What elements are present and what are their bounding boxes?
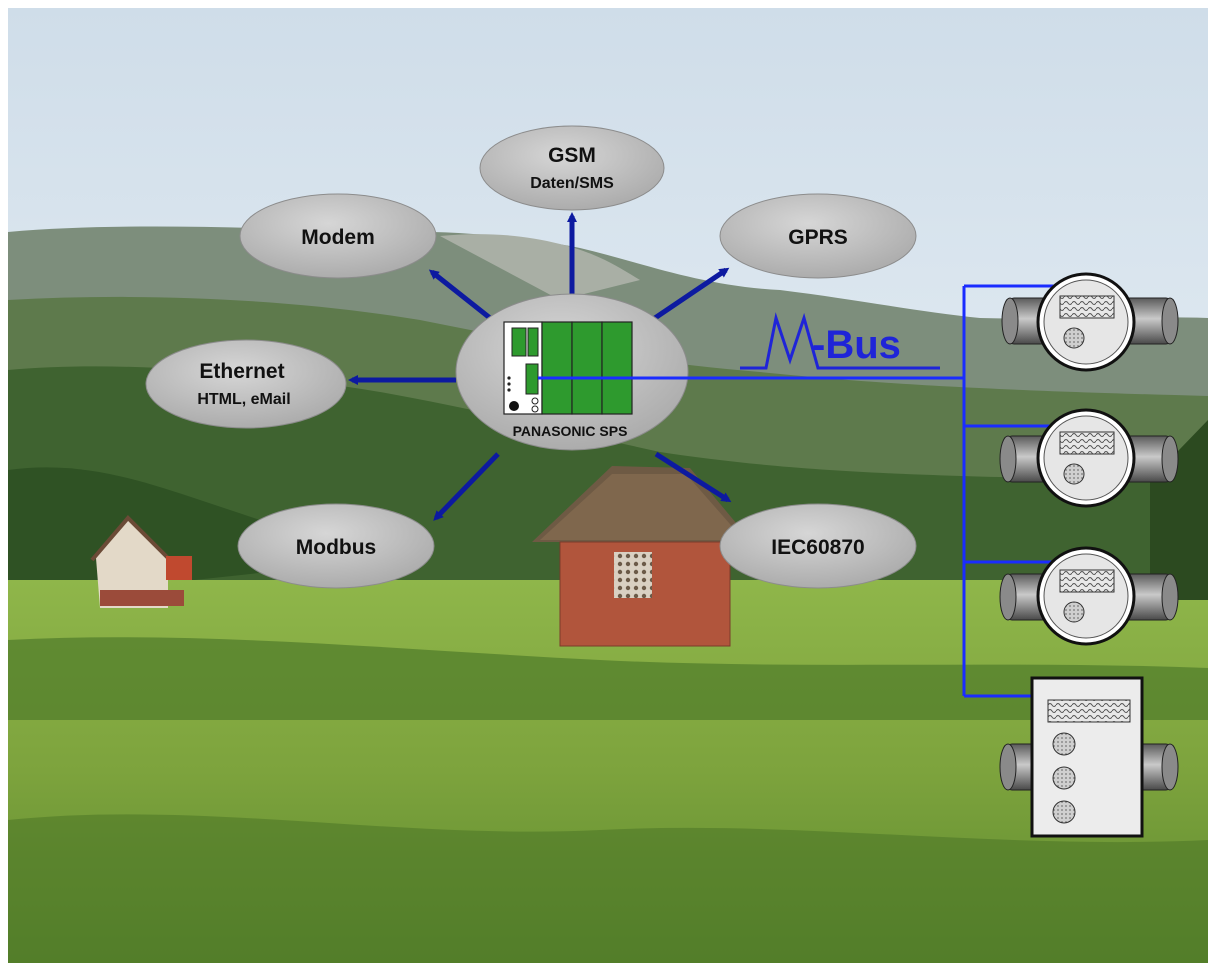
plc-io-module-1 bbox=[541, 321, 573, 415]
meter-4-box bbox=[999, 676, 1179, 838]
arrow-to-iec bbox=[654, 451, 732, 503]
plc-io-module-3 bbox=[601, 321, 633, 415]
ethernet-subtitle: HTML, eMail bbox=[197, 391, 290, 408]
modbus-title: Modbus bbox=[296, 536, 376, 559]
node-gsm: GSM Daten/SMS bbox=[479, 125, 665, 211]
node-gprs: GPRS bbox=[719, 193, 917, 279]
meter-display bbox=[1047, 699, 1131, 723]
arrow-to-modem bbox=[428, 269, 492, 320]
arrow-to-gprs bbox=[650, 267, 730, 323]
meter-display bbox=[1059, 431, 1115, 455]
node-modbus: Modbus bbox=[237, 503, 435, 589]
ethernet-title: Ethernet bbox=[199, 360, 284, 383]
meter-display bbox=[1059, 569, 1115, 593]
m-bus-network: -Bus bbox=[538, 284, 1060, 698]
arrow-to-modbus bbox=[433, 452, 500, 521]
modem-title: Modem bbox=[301, 226, 375, 249]
brick-hut bbox=[532, 466, 752, 647]
node-ethernet: Ethernet HTML, eMail bbox=[145, 339, 347, 429]
farmhouse bbox=[90, 515, 192, 608]
plc-battery-icon bbox=[509, 401, 519, 411]
meter-display bbox=[1059, 295, 1115, 319]
m-bus-waveform-icon bbox=[740, 312, 940, 370]
node-iec60870: IEC60870 bbox=[719, 503, 917, 589]
meter-3 bbox=[999, 546, 1179, 646]
iec60870-title: IEC60870 bbox=[771, 536, 864, 559]
plc-title: PANASONIC SPS bbox=[513, 423, 628, 439]
gprs-title: GPRS bbox=[788, 226, 848, 249]
m-bus-label: -Bus bbox=[812, 323, 901, 367]
plc-node: PANASONIC SPS bbox=[455, 293, 689, 451]
node-modem: Modem bbox=[239, 193, 437, 279]
connection-arrows bbox=[348, 212, 732, 521]
meter-1 bbox=[1001, 272, 1179, 372]
gsm-title: GSM bbox=[548, 144, 596, 167]
plc-io-module-2 bbox=[571, 321, 603, 415]
meter-2 bbox=[999, 408, 1179, 508]
gsm-subtitle: Daten/SMS bbox=[530, 175, 614, 192]
